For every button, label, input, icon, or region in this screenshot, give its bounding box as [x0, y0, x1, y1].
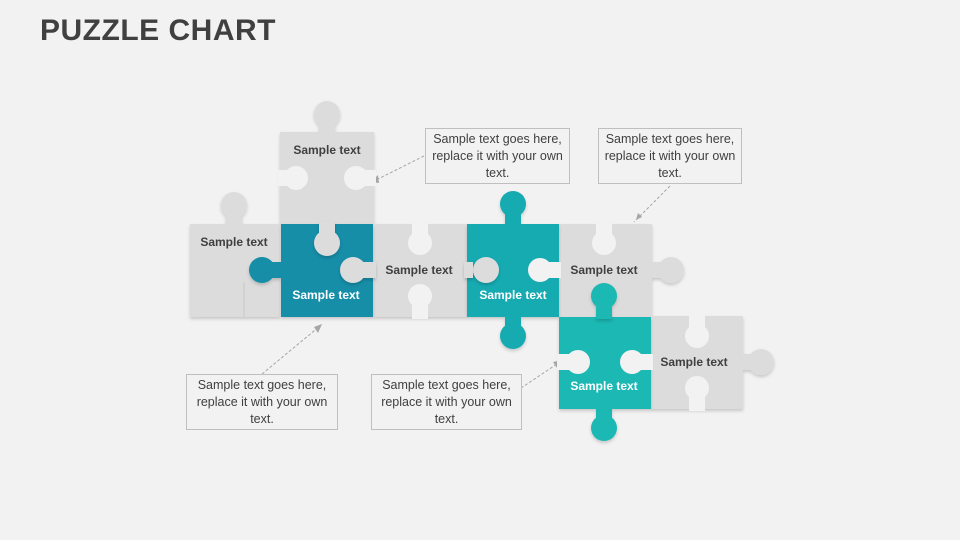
hole-right-top [592, 231, 616, 255]
connector-line-bottom-left [261, 325, 321, 375]
piece-label-right: Sample text [570, 263, 637, 277]
piece-label-mid: Sample text [385, 263, 452, 277]
puzzle-piece-top [280, 101, 374, 224]
arrowhead-top-right [636, 213, 642, 220]
hole-mid-top [408, 231, 432, 255]
connector-line-top-center [375, 155, 425, 181]
hole-mid-bottom [408, 284, 432, 308]
callout-bottom-center: Sample text goes here, replace it with y… [371, 374, 522, 430]
knob-teal-low-top [591, 283, 617, 309]
callout-bottom-left: Sample text goes here, replace it with y… [186, 374, 338, 430]
knob-mid-piece [340, 257, 366, 283]
callout-top-center: Sample text goes here, replace it with y… [425, 128, 570, 184]
piece-label-left: Sample text [200, 235, 267, 249]
callout-top-right: Sample text goes here, replace it with y… [598, 128, 742, 184]
arrowhead-bottom-left [314, 324, 322, 333]
puzzle-piece-left [190, 192, 280, 317]
hole-low-right-bottom [685, 376, 709, 400]
piece-label-teal-low: Sample text [570, 379, 637, 393]
slide-title: PUZZLE CHART [40, 14, 276, 47]
piece-label-top: Sample text [293, 143, 360, 157]
knob-mid-piece-right [473, 257, 499, 283]
piece-label-teal-mid: Sample text [479, 288, 546, 302]
piece-label-blue: Sample text [292, 288, 359, 302]
piece-label-low-right: Sample text [660, 355, 727, 369]
hole-low-right-top [685, 324, 709, 348]
